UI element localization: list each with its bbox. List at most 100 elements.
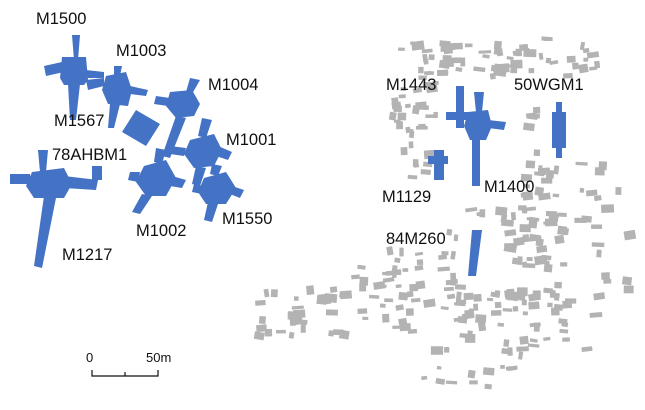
building-footprint	[291, 305, 304, 310]
building-footprint	[425, 114, 436, 118]
building-footprint	[317, 293, 327, 298]
building-footprint	[615, 187, 622, 195]
tomb-m1129	[428, 150, 448, 180]
building-footprint	[482, 367, 495, 376]
building-footprint	[382, 313, 390, 323]
building-footprint	[339, 293, 345, 298]
building-footprint	[400, 87, 407, 91]
tomb-m1002	[128, 148, 186, 214]
tomb-50wgm1	[552, 102, 566, 158]
building-footprint	[357, 308, 368, 314]
building-footprint	[263, 288, 270, 298]
building-footprint	[511, 257, 523, 266]
building-footprint	[456, 299, 467, 305]
building-footprint	[359, 283, 367, 292]
building-footprint	[586, 51, 600, 59]
building-footprint	[450, 250, 457, 260]
building-footprint	[455, 291, 462, 301]
building-footprint	[425, 70, 432, 76]
building-footprint	[400, 147, 408, 156]
building-footprint	[522, 234, 530, 243]
building-footprint	[406, 290, 414, 298]
scale-end-label: 50m	[146, 350, 171, 365]
building-footprint	[490, 309, 502, 316]
building-footprint	[526, 257, 533, 262]
building-footprint	[490, 64, 500, 73]
building-footprints	[253, 36, 637, 390]
building-footprint	[300, 324, 306, 333]
building-footprint	[596, 249, 602, 258]
building-footprint	[519, 224, 531, 233]
building-footprint	[382, 271, 395, 276]
building-footprint	[525, 160, 536, 169]
building-footprint	[523, 48, 537, 58]
building-footprint	[578, 63, 589, 74]
building-footprint	[529, 233, 541, 242]
building-footprint	[306, 285, 315, 295]
label-m1001: M1001	[226, 131, 276, 149]
building-footprint	[506, 56, 514, 61]
building-footprint	[504, 229, 517, 237]
building-footprint	[521, 261, 528, 267]
scale-start-label: 0	[86, 350, 93, 365]
building-footprint	[543, 336, 551, 342]
building-footprint	[446, 293, 456, 300]
building-footprint	[583, 57, 589, 62]
building-footprint	[516, 346, 529, 352]
building-footprint	[519, 43, 529, 52]
building-footprint	[418, 123, 426, 128]
building-footprint	[482, 54, 490, 59]
building-footprint	[402, 268, 409, 272]
building-footprint	[591, 224, 602, 229]
building-footprint	[533, 149, 541, 157]
building-footprint	[414, 264, 424, 271]
building-footprint	[418, 75, 427, 81]
building-footprint	[425, 82, 438, 94]
building-footprint	[500, 214, 508, 223]
building-footprint	[518, 291, 526, 301]
building-footprint	[538, 192, 551, 201]
tomb-m1004	[154, 78, 200, 158]
building-footprint	[405, 308, 414, 316]
building-footprint	[457, 315, 468, 324]
building-footprint	[589, 312, 603, 318]
building-footprint	[559, 328, 569, 334]
building-footprint	[537, 167, 551, 173]
building-footprint	[522, 122, 535, 132]
building-footprint	[373, 281, 386, 290]
building-footprint	[440, 306, 449, 311]
building-footprint	[288, 331, 295, 339]
building-footprint	[623, 285, 634, 294]
building-footprint	[479, 209, 486, 218]
label-m1003: M1003	[116, 42, 166, 60]
building-footprint	[561, 227, 570, 236]
building-footprint	[329, 286, 338, 293]
building-footprint	[460, 57, 466, 67]
building-footprint	[523, 183, 531, 189]
label-50wgm1: 50WGM1	[514, 76, 584, 94]
building-footprint	[405, 103, 411, 109]
building-footprint	[430, 346, 444, 355]
building-footprint	[518, 205, 527, 211]
building-footprint	[598, 161, 608, 171]
building-footprint	[428, 54, 435, 61]
building-footprint	[585, 189, 598, 197]
building-footprint	[528, 301, 540, 310]
building-footprint	[463, 292, 474, 301]
building-footprint	[395, 304, 404, 311]
building-footprint	[445, 280, 456, 286]
building-footprint	[512, 305, 519, 312]
building-footprint	[591, 242, 605, 248]
building-footprint	[549, 59, 559, 65]
building-footprint	[503, 243, 518, 254]
label-m1004: M1004	[208, 76, 258, 94]
building-footprint	[478, 50, 492, 54]
building-footprint	[566, 55, 576, 63]
building-footprint	[529, 338, 538, 343]
building-footprint	[395, 284, 402, 289]
label-m1550: M1550	[222, 210, 272, 228]
building-footprint	[543, 263, 553, 273]
building-footprint	[391, 101, 402, 110]
building-footprint	[507, 366, 517, 371]
building-footprint	[351, 274, 360, 280]
